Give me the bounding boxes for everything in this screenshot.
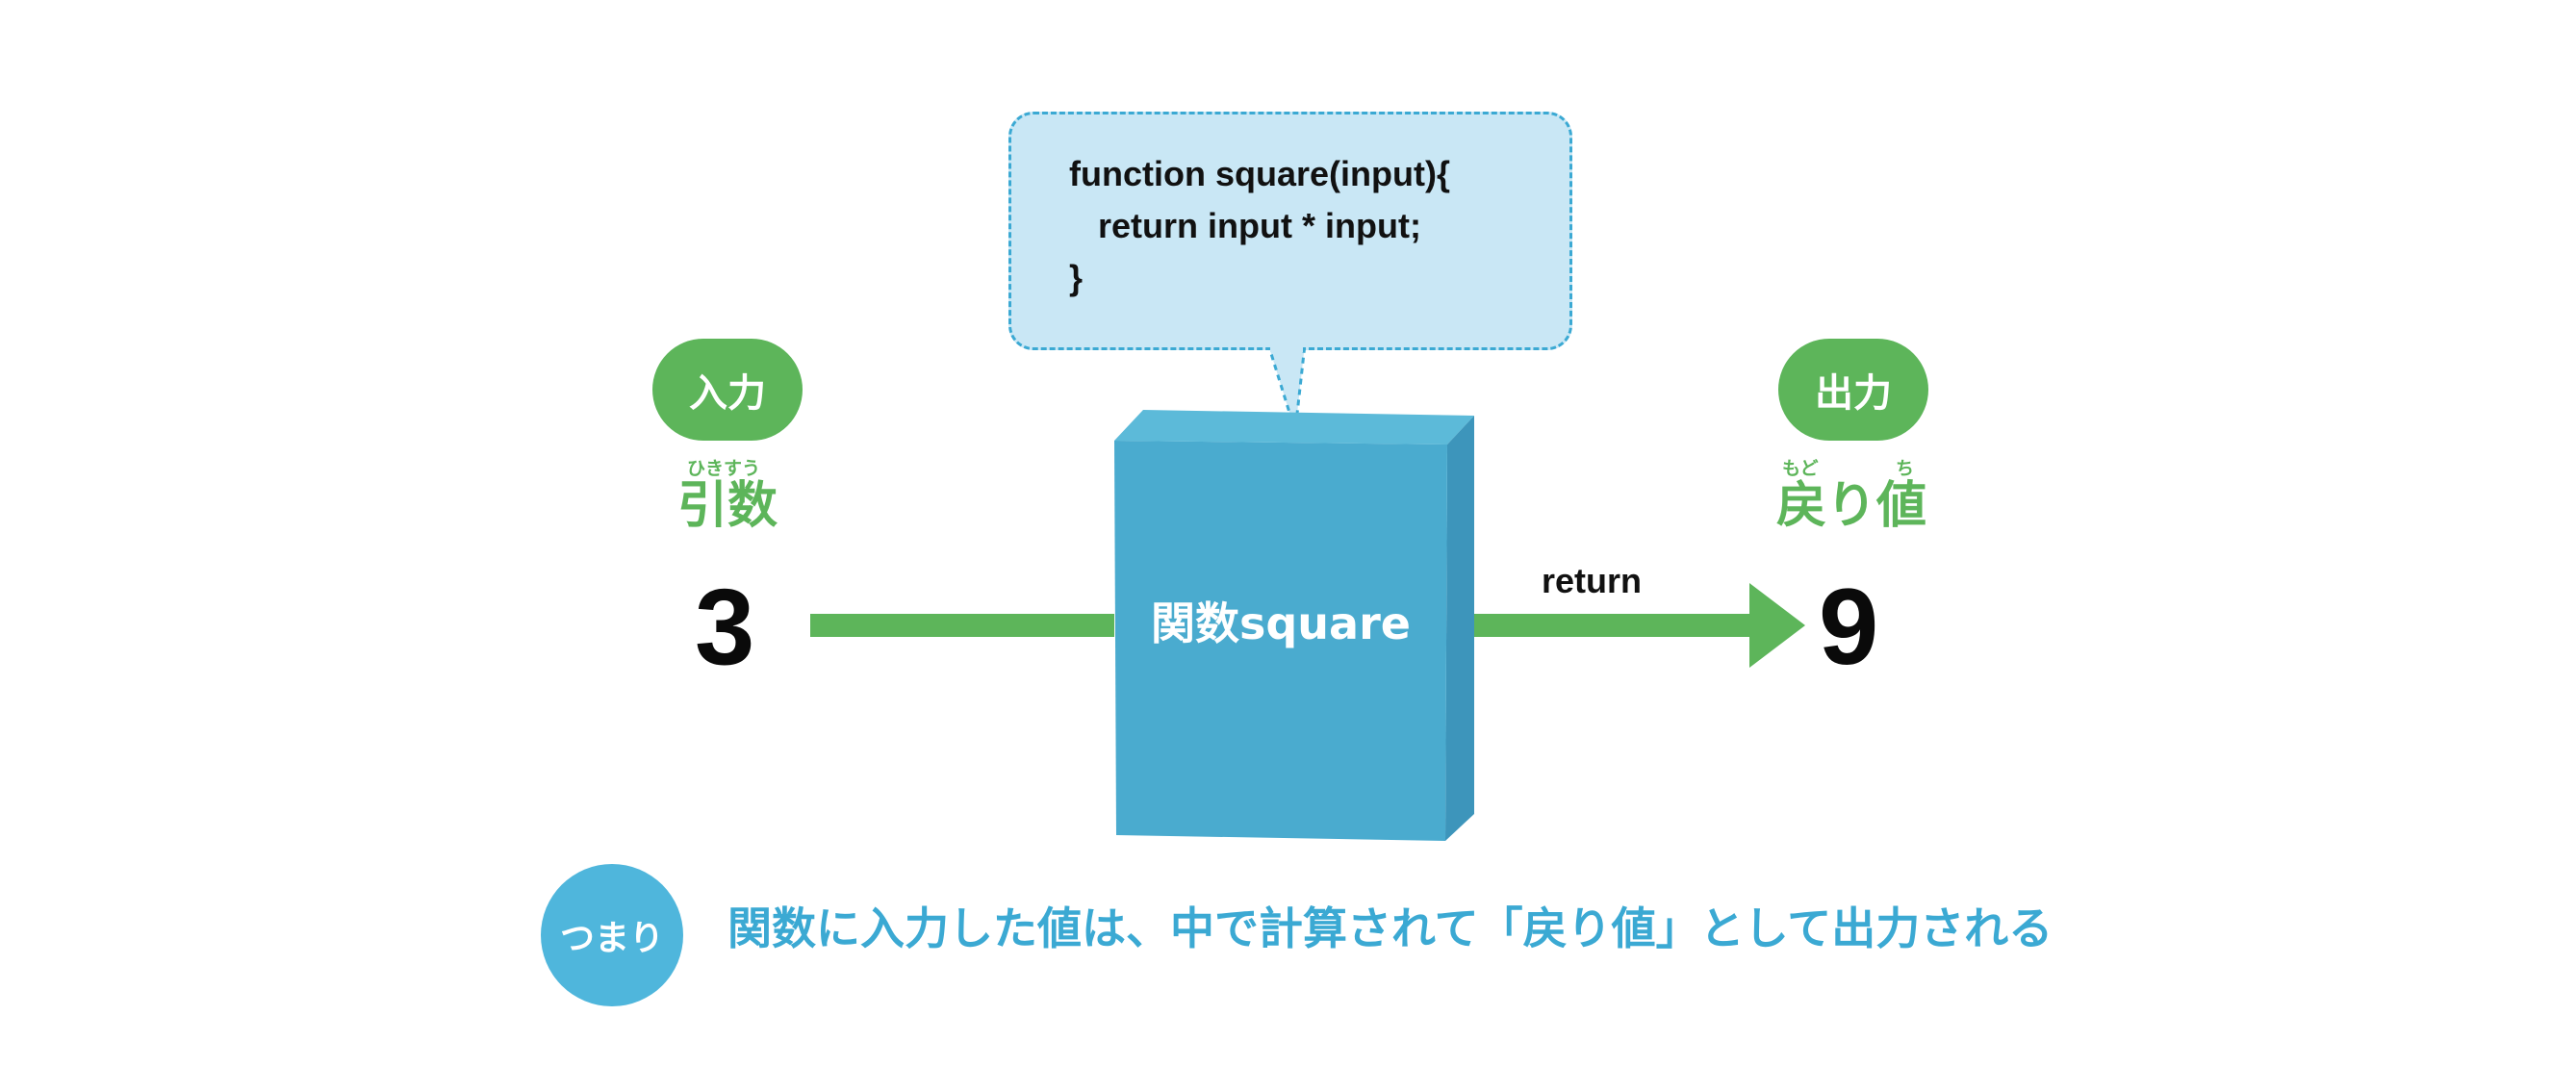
input-term: 引数	[677, 477, 778, 535]
bubble-tail-joint	[1270, 343, 1303, 352]
output-ruby-modo: もど	[1782, 458, 1819, 479]
function-box-label: 関数square	[1151, 597, 1411, 649]
output-arrow	[1472, 583, 1805, 668]
output-ruby-chi: ち	[1896, 458, 1915, 479]
summary-text: 関数に入力した値は、中で計算されて「戻り値」として出力される	[727, 902, 2053, 954]
code-line-2: return input * input;	[1069, 206, 1421, 245]
code-line-3: }	[1069, 258, 1084, 297]
output-badge: 出力	[1778, 339, 1928, 441]
summary-badge: つまり	[541, 864, 683, 1006]
input-value: 3	[695, 567, 755, 687]
input-arrow	[810, 614, 1114, 637]
code-bubble: function square(input){ return input * i…	[1008, 112, 1572, 350]
output-value: 9	[1819, 567, 1879, 687]
function-box	[1114, 410, 1474, 841]
output-term: 戻り値	[1776, 477, 1927, 535]
code-line-1: function square(input){	[1069, 154, 1450, 193]
return-label: return	[1542, 561, 1643, 600]
input-ruby: ひきすう	[687, 458, 761, 479]
input-badge: 入力	[652, 339, 803, 441]
